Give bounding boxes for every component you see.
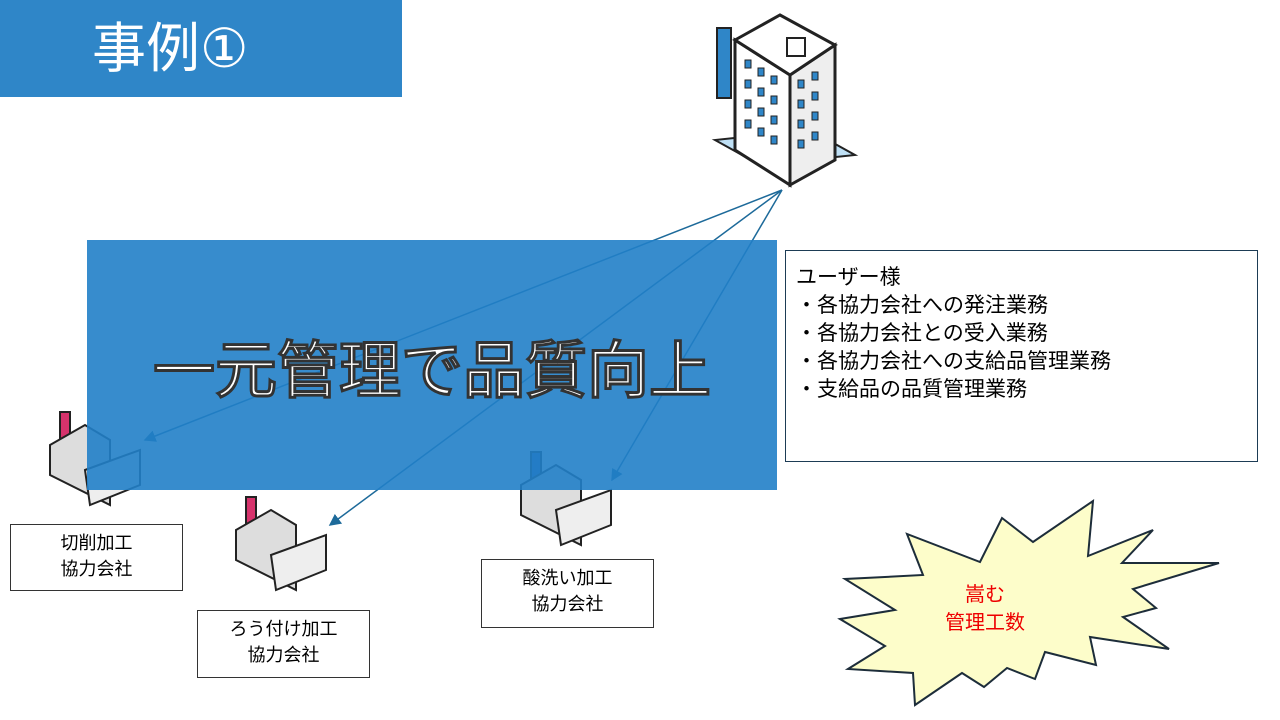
label-line: 協力会社: [60, 559, 133, 580]
factory-label-pickling: 酸洗い加工協力会社: [481, 559, 654, 628]
banner-text: 一元管理で品質向上: [152, 334, 711, 408]
burst-line: 管理工数: [945, 610, 1025, 634]
burst-shape: [837, 498, 1220, 707]
user-tasks-box: ユーザー様 ・各協力会社への発注業務 ・各協力会社との受入業務 ・各協力会社への…: [785, 250, 1258, 462]
task-item: ・各協力会社への支給品管理業務: [796, 349, 1111, 373]
task-item: ・支給品の品質管理業務: [796, 377, 1027, 401]
burst-text: 嵩む管理工数: [925, 580, 1045, 636]
factory-label-brazing: ろう付け加工協力会社: [197, 610, 370, 678]
factory-label-cutting: 切削加工協力会社: [10, 524, 183, 591]
task-item: ・各協力会社との受入業務: [796, 321, 1048, 345]
user-heading: ユーザー様: [796, 265, 901, 289]
label-line: 切削加工: [60, 533, 133, 554]
label-line: 協力会社: [531, 594, 604, 615]
slide-title: 事例①: [0, 0, 402, 97]
label-line: 酸洗い加工: [522, 568, 613, 589]
burst-line: 嵩む: [965, 582, 1005, 606]
factory-icon-brazing: [235, 496, 327, 592]
label-line: ろう付け加工: [229, 619, 338, 640]
building-icon: [711, 13, 859, 188]
label-line: 協力会社: [247, 645, 320, 666]
banner-overlay: [87, 240, 777, 490]
task-item: ・各協力会社への発注業務: [796, 293, 1048, 317]
